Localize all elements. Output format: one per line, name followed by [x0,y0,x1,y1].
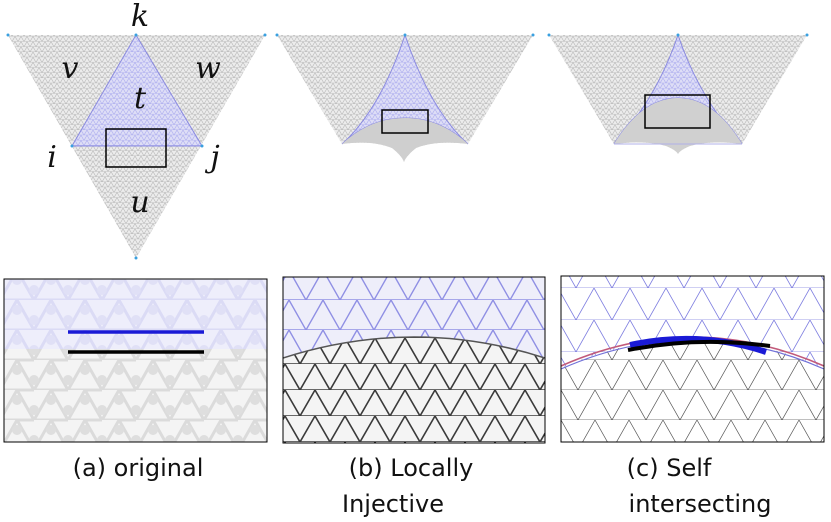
caption-b-line1: (b) Locally [349,454,474,482]
zoom-frame-a [3,278,268,443]
zoom-frame-c [560,275,825,443]
zoom-panel-b [283,277,545,443]
vertex-label-k: k [131,0,149,34]
zoom-region-box-b [381,109,429,134]
edge-blue-c [629,335,767,355]
zoom-panel-a [4,279,267,442]
caption-c-line2: intersecting [629,490,772,518]
zoom-region-box-c [644,94,711,129]
panel-a-mesh [6,33,267,260]
panel-c-mesh [547,33,809,154]
zoom-frame-b [282,276,546,444]
edge-black-c [627,339,771,352]
panel-b-mesh [275,33,535,162]
region-label-w: w [195,51,221,86]
region-label-t: t [134,81,147,116]
vertex-label-j: j [204,140,219,175]
zoom-panel-c [561,276,824,442]
zoom-region-box-a [105,128,167,168]
region-label-u: u [130,185,149,220]
caption-b-line2: Injective [342,490,444,518]
vertex-label-i: i [47,140,57,175]
caption-a: (a) original [73,454,204,482]
caption-c-line1: (c) Self [627,454,712,482]
region-label-v: v [62,51,79,86]
